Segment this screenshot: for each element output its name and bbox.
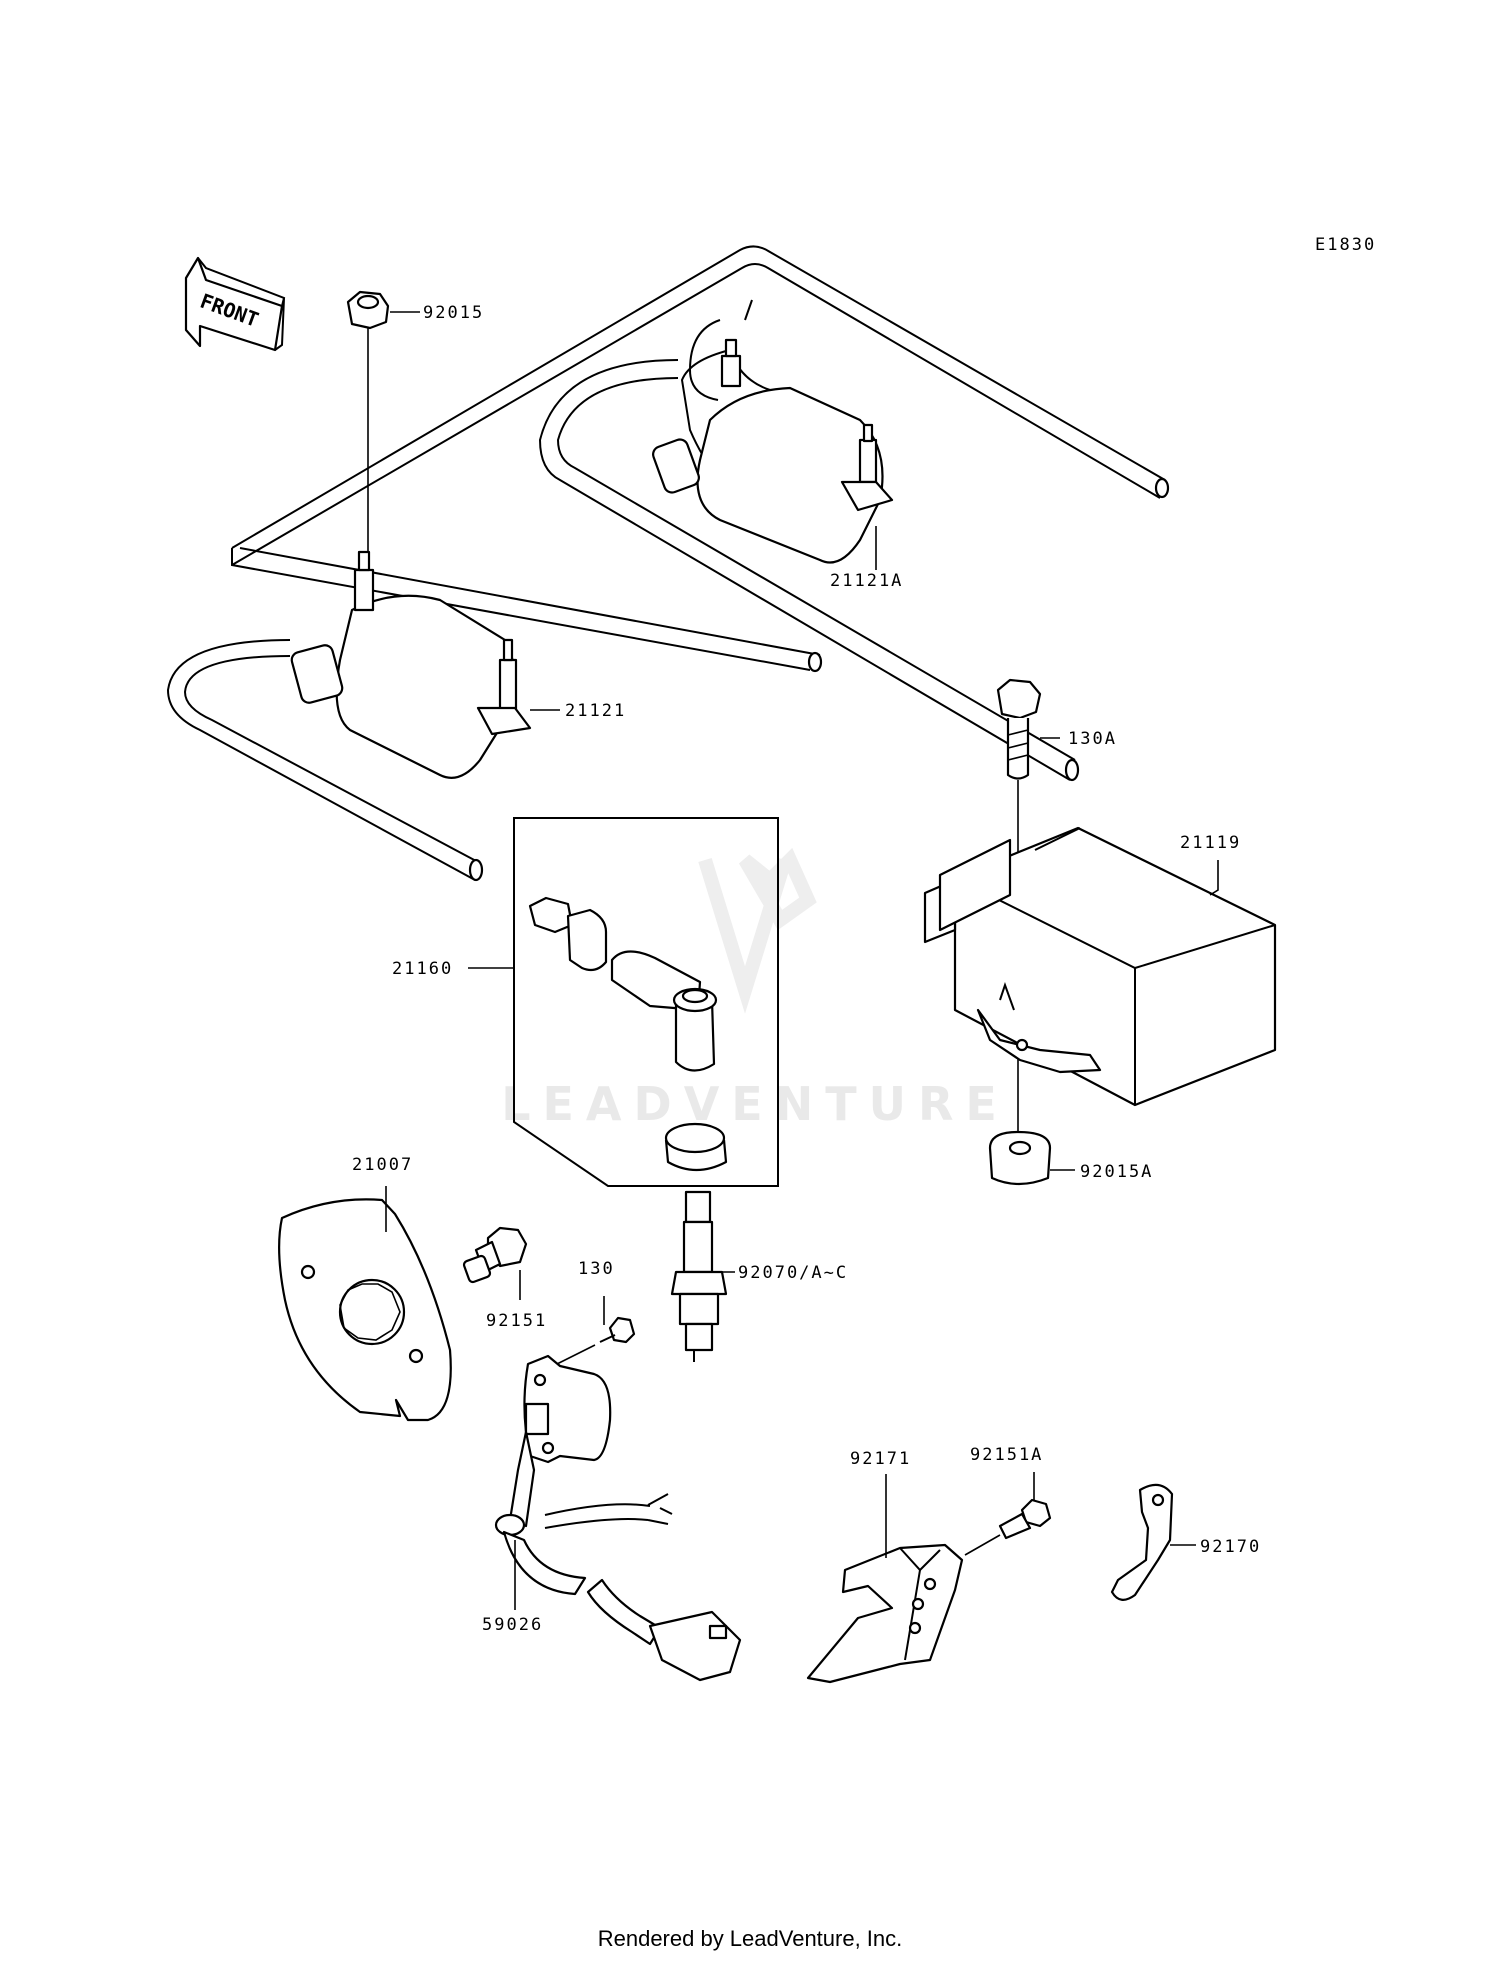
spark-plug-92070	[670, 1190, 728, 1362]
label-92171: 92171	[850, 1449, 911, 1469]
pickup-rotor-21007	[278, 1198, 452, 1422]
label-21007: 21007	[352, 1155, 413, 1175]
pickup-coil-59026	[494, 1354, 742, 1682]
front-arrow-icon: FRONT	[184, 256, 286, 352]
leader-lines	[385, 311, 1219, 1610]
label-21160: 21160	[392, 959, 453, 979]
ignition-lead-frame	[231, 245, 1170, 673]
label-130A: 130A	[1068, 729, 1117, 749]
screw-92151A	[964, 1498, 1052, 1556]
label-92015A: 92015A	[1080, 1162, 1153, 1182]
screw-130	[544, 1316, 636, 1371]
ignition-coil-21121	[166, 550, 532, 882]
diagram-code: E1830	[1315, 235, 1376, 255]
cdi-unit-21119	[923, 826, 1277, 1107]
label-92151: 92151	[486, 1311, 547, 1331]
label-130: 130	[578, 1259, 615, 1279]
label-92070: 92070/A~C	[738, 1263, 848, 1283]
plug-cap-21160	[513, 817, 779, 1187]
ignition-coil-21121A	[538, 299, 1080, 782]
label-21121: 21121	[565, 701, 626, 721]
nut-92015	[346, 290, 390, 552]
flange-nut-92015A	[988, 1130, 1052, 1186]
bolt-92151	[462, 1226, 528, 1300]
label-92170: 92170	[1200, 1537, 1261, 1557]
label-21119: 21119	[1180, 833, 1241, 853]
watermark-text: LEADVENTURE	[501, 1077, 1009, 1131]
part-labels: 92015 21121A 21121 130A 21119 21160 9201…	[352, 303, 1261, 1635]
clamp-92170	[1110, 1483, 1174, 1601]
label-92151A: 92151A	[970, 1445, 1043, 1465]
bracket-92171	[806, 1543, 964, 1684]
label-59026: 59026	[482, 1615, 543, 1635]
label-92015: 92015	[423, 303, 484, 323]
label-21121A: 21121A	[830, 571, 903, 591]
footer-credit: Rendered by LeadVenture, Inc.	[597, 1926, 903, 1951]
watermark: LEADVENTURE	[501, 847, 1009, 1131]
